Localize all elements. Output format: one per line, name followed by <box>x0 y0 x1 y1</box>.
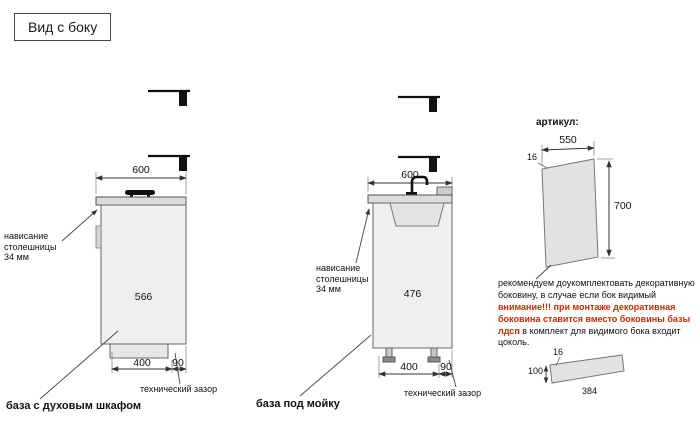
plinth-strip-panel <box>549 354 625 384</box>
sink-cabinet-body <box>372 202 453 349</box>
oven-base-drawing <box>39 89 190 400</box>
dim-gap-sink: 90 <box>440 361 452 373</box>
dim-depth-sink: 476 <box>403 288 422 300</box>
dim-panel-thickness: 16 <box>527 152 538 162</box>
view-title: Вид с боку <box>28 19 98 35</box>
panel-note-text-2: в комплект для видимого бока входит цоко… <box>498 325 681 348</box>
plinth <box>109 343 169 359</box>
overhang-note-oven: нависание столешницы 34 мм <box>4 231 57 263</box>
decorative-panel-drawing <box>535 141 625 384</box>
caption-sink-base: база под мойку <box>256 398 340 410</box>
gap-note-sink: технический зазор <box>404 388 482 398</box>
dim-top-width-sink: 600 <box>401 169 419 181</box>
mounting-bracket-icon <box>398 95 440 172</box>
panel-note: рекомендуем доукомплектовать декоративну… <box>498 278 698 349</box>
mounting-bracket-icon <box>148 89 190 171</box>
countertop-slab <box>95 196 187 206</box>
faucet-base <box>406 192 417 196</box>
sink-basin <box>389 202 445 227</box>
dim-strip-thickness: 16 <box>553 347 564 357</box>
countertop-slab <box>367 194 453 204</box>
upstand <box>436 186 453 196</box>
dim-top-width-oven: 600 <box>132 164 150 176</box>
view-title-box: Вид с боку <box>14 13 112 41</box>
oven-cabinet-body <box>100 204 187 345</box>
panel-note-warning: внимание!!! при монтаже декоративная бок… <box>498 301 691 336</box>
decor-side-panel <box>541 158 599 268</box>
sink-base-drawing <box>299 95 457 397</box>
faucet-icon <box>410 175 429 196</box>
artikul-heading: артикул: <box>536 117 579 128</box>
gap-note-oven: технический зазор <box>140 384 218 394</box>
dim-strip-height: 100 <box>528 366 544 376</box>
caption-oven-base: база с духовым шкафом <box>6 400 141 412</box>
oven-handle <box>125 190 155 197</box>
overhang-note-sink: нависание столешницы 34 мм <box>316 263 369 295</box>
panel-note-text-1: рекомендуем доукомплектовать декоративну… <box>498 278 695 300</box>
dim-plinth-sink: 400 <box>400 361 418 373</box>
dim-panel-height: 700 <box>614 200 632 212</box>
dim-strip-length: 384 <box>582 386 598 396</box>
dim-plinth-oven: 400 <box>133 357 151 369</box>
cabinet-legs <box>382 347 441 363</box>
dim-depth-oven: 566 <box>134 291 153 303</box>
dim-panel-width: 550 <box>559 134 577 146</box>
dim-gap-oven: 90 <box>172 357 184 369</box>
